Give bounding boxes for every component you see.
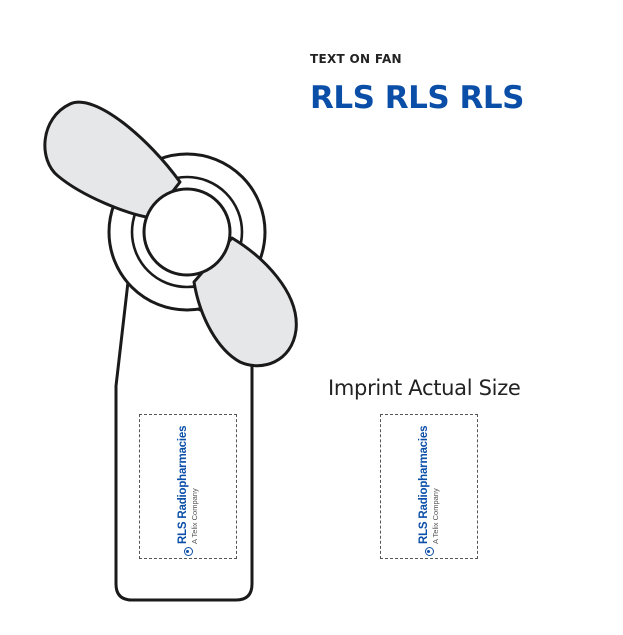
logo-tagline: A Telix Company bbox=[430, 488, 440, 544]
fan-imprint-area: RLS Radiopharmacies A Telix Company bbox=[139, 414, 237, 559]
logo-tagline: A Telix Company bbox=[189, 488, 199, 544]
logo-on-fan: RLS Radiopharmacies A Telix Company bbox=[177, 425, 199, 556]
fan-text-sample: RLS RLS RLS bbox=[310, 80, 524, 116]
fan-hub-center bbox=[142, 187, 232, 277]
rls-logo-mark-icon bbox=[424, 547, 434, 556]
imprint-actual-size-caption: Imprint Actual Size bbox=[328, 376, 521, 400]
fan-handle bbox=[114, 280, 254, 602]
logo-name: RLS Radiopharmacies bbox=[177, 425, 189, 544]
logo-actual-size: RLS Radiopharmacies A Telix Company bbox=[418, 425, 440, 556]
fan-blade-upper bbox=[43, 100, 182, 220]
fan-blade-lower bbox=[192, 236, 298, 368]
text-on-fan-label: TEXT ON FAN bbox=[310, 52, 402, 66]
rls-logo-mark-icon bbox=[183, 547, 193, 556]
logo-name: RLS Radiopharmacies bbox=[418, 425, 430, 544]
imprint-actual-size-area: RLS Radiopharmacies A Telix Company bbox=[380, 414, 478, 559]
